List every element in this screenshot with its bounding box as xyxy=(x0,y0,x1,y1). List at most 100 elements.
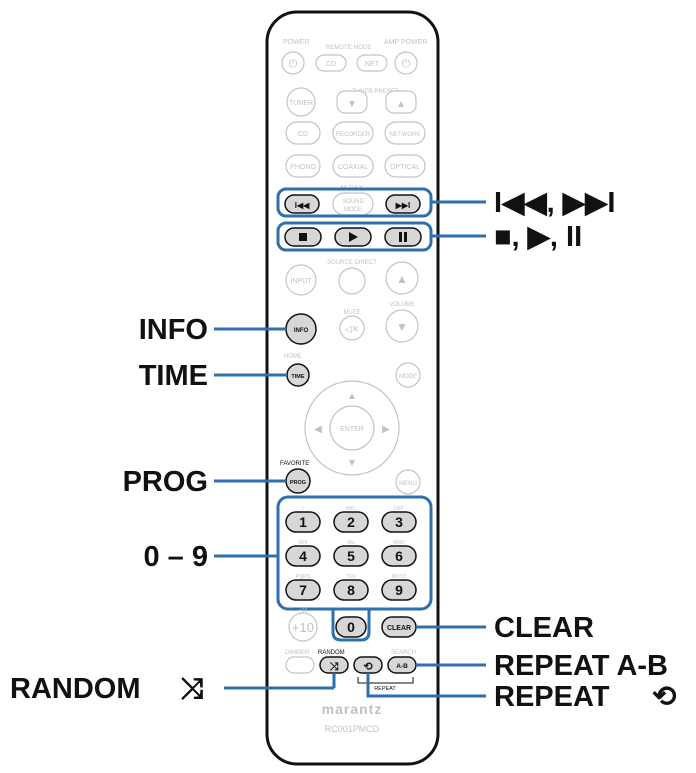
zero-key-highlight xyxy=(331,609,371,642)
menu-label: MENU xyxy=(399,481,417,487)
preset-up-icon: ▲ xyxy=(396,99,406,110)
repeat-leader xyxy=(366,673,486,698)
key-9-label: 9 xyxy=(395,582,403,598)
coaxial-button[interactable] xyxy=(332,154,374,178)
info-button-label: INFO xyxy=(294,328,309,334)
network-label: NETWORK xyxy=(390,132,421,138)
optical-label: OPTICAL xyxy=(390,164,420,171)
network-button[interactable] xyxy=(384,121,426,145)
prog-callout: PROG xyxy=(123,466,208,498)
repeat-ab-callout: REPEAT A-B xyxy=(494,650,668,682)
key-letters-2: ABC xyxy=(346,506,357,512)
key-letters-6: MNO xyxy=(393,540,405,546)
plus10-top-label: +10 xyxy=(299,608,308,614)
time-button-label: TIME xyxy=(291,374,304,380)
cursor-down-icon[interactable]: ▼ xyxy=(347,458,357,469)
key-8-label: 8 xyxy=(347,582,355,598)
key-3-button[interactable] xyxy=(381,511,417,533)
amp-power-button[interactable] xyxy=(394,51,418,75)
cursor-right-icon[interactable]: ▶ xyxy=(382,424,390,435)
favorite-label: FAVORITE xyxy=(280,461,309,467)
source-direct-button[interactable] xyxy=(338,267,366,295)
key-7-label: 7 xyxy=(299,582,307,598)
transport-callout: ■, ▶, II xyxy=(494,221,582,253)
mute-button[interactable] xyxy=(339,315,365,341)
input-button[interactable] xyxy=(285,264,317,296)
shuffle-icon: ⤨ xyxy=(330,661,340,673)
play-icon xyxy=(349,232,358,242)
enter-label: ENTER xyxy=(340,426,364,433)
search-label: SEARCH xyxy=(391,650,416,656)
skip-forward-icon: ▶▶I xyxy=(395,201,411,210)
key-7-button[interactable] xyxy=(285,579,321,601)
plus10-button[interactable] xyxy=(288,612,318,642)
sound-label: SOUND xyxy=(342,199,364,205)
phono-label: PHONO xyxy=(290,164,316,171)
key-6-button[interactable] xyxy=(381,545,417,567)
preset-down-button[interactable] xyxy=(336,90,368,114)
key-8-button[interactable] xyxy=(333,579,369,601)
key-0-button[interactable] xyxy=(335,616,367,638)
pause-icon-right xyxy=(404,232,407,242)
key-letters-1: / xyxy=(302,506,304,512)
dimmer-button[interactable] xyxy=(285,656,315,674)
key-3-label: 3 xyxy=(395,514,403,530)
time-callout: TIME xyxy=(139,360,208,392)
pause-icon-left xyxy=(399,232,402,242)
key-letters-4: GHI xyxy=(299,540,308,546)
repeat-ab-button-label: A-B xyxy=(396,663,408,670)
number-pad-highlight xyxy=(276,495,433,611)
optical-button[interactable] xyxy=(384,154,426,178)
menu-button[interactable] xyxy=(395,469,421,495)
key-letters-7: PQRS xyxy=(296,574,311,580)
volume-up-button[interactable] xyxy=(385,261,419,295)
key-letters-5: JKL xyxy=(347,540,356,546)
key-2-label: 2 xyxy=(347,514,355,530)
random-callout: RANDOM xyxy=(10,673,141,705)
info-callout: INFO xyxy=(139,314,208,346)
preset-up-button[interactable] xyxy=(385,90,417,114)
skip-callout: I◀◀, ▶▶I xyxy=(494,187,615,219)
key-9-button[interactable] xyxy=(381,579,417,601)
key-1-button[interactable] xyxy=(285,511,321,533)
phono-button[interactable] xyxy=(285,154,321,178)
key-6-label: 6 xyxy=(395,548,403,564)
mode-label: MODE xyxy=(399,374,417,380)
tuner-label: TUNER xyxy=(289,100,313,107)
stop-icon xyxy=(299,233,307,241)
random-small-label: RANDOM xyxy=(318,650,345,656)
coaxial-label: COAXIAL xyxy=(338,164,368,171)
net-mode-button[interactable] xyxy=(356,54,388,72)
skip-back-button[interactable] xyxy=(284,194,320,214)
prog-button-label: PROG xyxy=(290,480,306,486)
recorder-label: RECORDER xyxy=(336,132,371,138)
home-label: HOME xyxy=(284,354,302,360)
key-1-label: 1 xyxy=(299,514,307,530)
key-2-button[interactable] xyxy=(333,511,369,533)
key-5-label: 5 xyxy=(347,548,355,564)
cd-mode-button[interactable] xyxy=(315,54,347,72)
volume-down-icon: ▼ xyxy=(396,320,408,334)
cursor-left-icon[interactable]: ◀ xyxy=(314,424,322,435)
mute-icon: ◁✕ xyxy=(345,324,359,334)
amp-power-icon: ⏻ xyxy=(402,58,411,70)
enter-button[interactable] xyxy=(329,405,375,451)
plus10-label: +10 xyxy=(292,620,314,635)
brand-logo: marantz xyxy=(322,701,383,717)
dimmer-label: DIMMER xyxy=(285,650,310,656)
power-button[interactable] xyxy=(281,51,305,75)
pause-button[interactable] xyxy=(384,227,422,247)
key-4-button[interactable] xyxy=(285,545,321,567)
mode-button[interactable] xyxy=(395,362,421,388)
cursor-up-icon[interactable]: ▲ xyxy=(347,391,357,402)
recorder-button[interactable] xyxy=(332,121,374,145)
skip-forward-button[interactable] xyxy=(385,194,421,214)
clear-button-label: CLEAR xyxy=(387,625,411,632)
source-direct-label: SOURCE DIRECT xyxy=(327,260,377,266)
tuner-button[interactable] xyxy=(286,87,316,117)
key-5-button[interactable] xyxy=(333,545,369,567)
volume-down-button[interactable] xyxy=(385,309,419,343)
cd-button[interactable] xyxy=(285,121,321,145)
input-label: INPUT xyxy=(291,278,313,285)
sound-mode-label: MODE xyxy=(344,207,362,213)
